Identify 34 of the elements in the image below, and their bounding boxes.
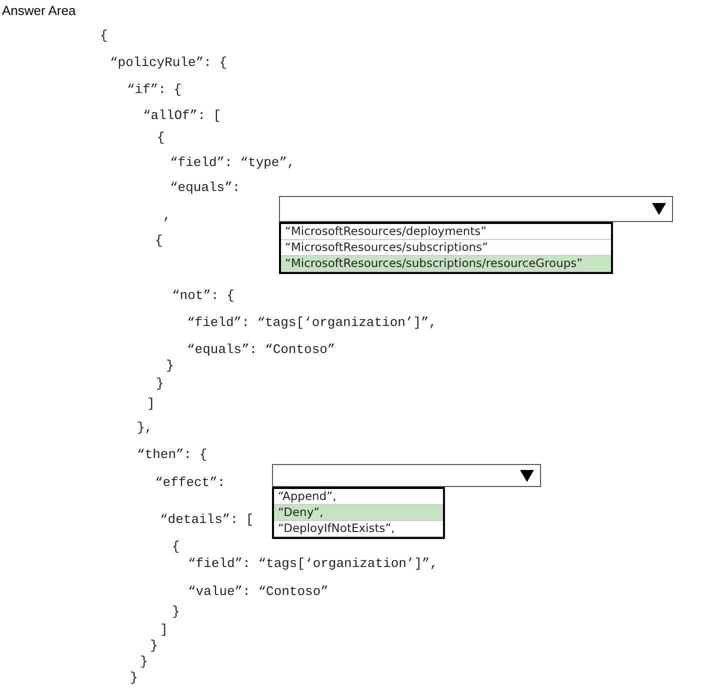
code-line: ] bbox=[147, 396, 155, 412]
code-line: { bbox=[100, 28, 108, 44]
code-line: , bbox=[163, 208, 171, 224]
dropdown-option: “DeployIfNotExists”, bbox=[274, 521, 443, 537]
code-line: “then”: { bbox=[137, 447, 208, 463]
code-line: “if”: { bbox=[127, 82, 182, 98]
dropdown-option: “MicrosoftResources/subscriptions/resourceGroups” bbox=[281, 256, 611, 272]
code-line: “field”: “tags[‘organization’]”, bbox=[187, 315, 437, 331]
code-line: } bbox=[130, 670, 138, 686]
code-line: { bbox=[155, 233, 163, 249]
code-line: “effect”: bbox=[155, 475, 226, 491]
code-line: “equals”: “Contoso” bbox=[187, 342, 336, 358]
code-line: { bbox=[157, 130, 165, 146]
code-line: } bbox=[172, 604, 180, 620]
code-line: } bbox=[150, 638, 158, 654]
code-line: } bbox=[140, 654, 148, 670]
dropdown-option: “MicrosoftResources/deployments” bbox=[281, 224, 611, 240]
dropdown-field bbox=[279, 196, 673, 222]
code-line: }, bbox=[137, 420, 153, 436]
code-line: } bbox=[156, 376, 164, 392]
code-line: “equals”: bbox=[170, 180, 240, 196]
code-line: “field”: “tags[‘organization’]”, bbox=[188, 556, 438, 572]
code-line: “not”: { bbox=[172, 288, 234, 304]
code-line: } bbox=[166, 358, 174, 374]
code-line: “policyRule”: { bbox=[110, 55, 228, 71]
dropdown-field bbox=[272, 464, 541, 487]
code-line: “allOf”: [ bbox=[143, 108, 222, 124]
code-line: ] bbox=[160, 622, 168, 638]
code-line: “details”: [ bbox=[160, 512, 254, 528]
heading: Answer Area bbox=[2, 3, 76, 18]
code-line: “field”: “type”, bbox=[170, 155, 295, 171]
dropdown-option: “Deny”, bbox=[274, 505, 443, 521]
code-line: “value”: “Contoso” bbox=[188, 584, 328, 600]
code-line: { bbox=[172, 539, 180, 555]
